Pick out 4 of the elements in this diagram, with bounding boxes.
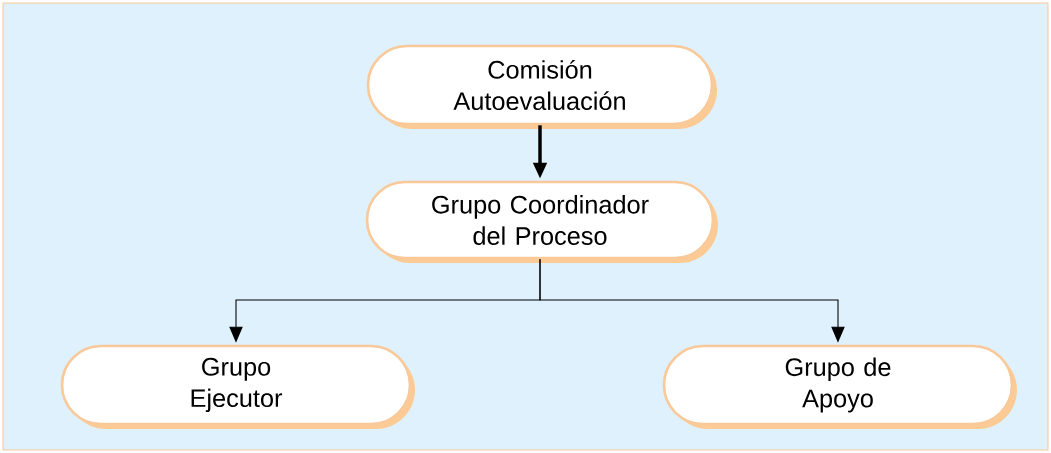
process-box: Grupo de Apoyo — [662, 344, 1017, 429]
process-box: Grupo Coordinador del Proceso — [365, 180, 718, 263]
process-box: Grupo Ejecutor — [60, 344, 415, 429]
process-box: Comisión Autoevaluación — [366, 44, 717, 129]
